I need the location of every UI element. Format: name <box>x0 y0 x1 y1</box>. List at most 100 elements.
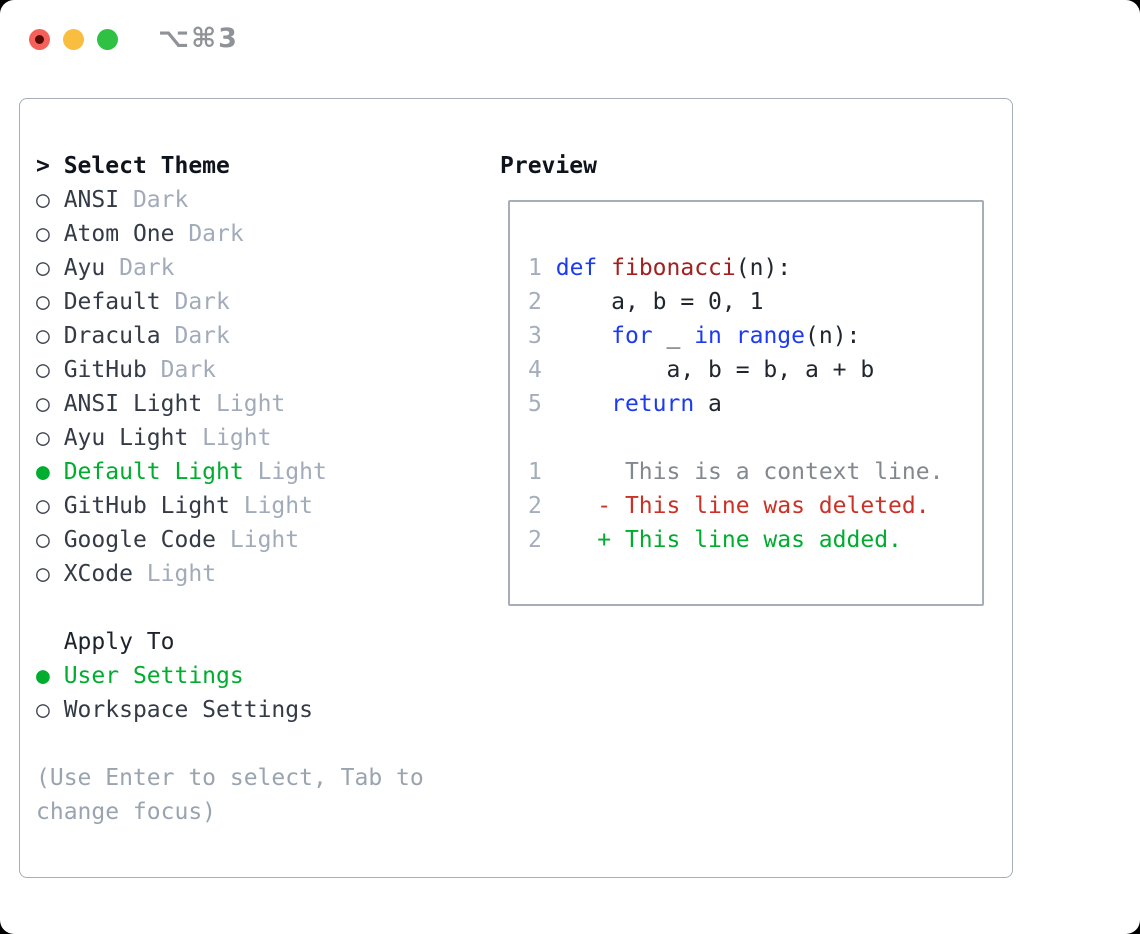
line-number: 2 <box>528 527 542 553</box>
radio-icon: ○ <box>36 425 64 451</box>
theme-variant-tag: Light <box>243 459 327 485</box>
apply-option-workspace-settings[interactable]: ○ Workspace Settings <box>36 693 424 727</box>
line-number: 5 <box>528 391 542 417</box>
code-segment: def <box>555 255 598 281</box>
code-line: 5 return a <box>528 387 943 421</box>
minimize-button[interactable] <box>63 29 84 50</box>
theme-option-ayu-light[interactable]: ○ Ayu Light Light <box>36 421 424 455</box>
code-line: 3 for _ in range(n): <box>528 319 943 353</box>
theme-option-default[interactable]: ○ Default Dark <box>36 285 424 319</box>
help-text: (Use Enter to select, Tab to <box>36 761 424 795</box>
code-segment: _ <box>652 323 695 349</box>
code-line: 1 This is a context line. <box>528 455 943 489</box>
code-segment <box>542 527 597 553</box>
line-number: 2 <box>528 289 542 315</box>
radio-selected-icon: ● <box>36 459 64 485</box>
code-segment: (n): <box>805 323 861 349</box>
theme-name: Default <box>63 289 161 315</box>
code-segment: + This line was added. <box>597 527 902 553</box>
help-text: change focus) <box>36 795 424 829</box>
radio-selected-icon: ● <box>36 663 64 689</box>
theme-variant-tag: Dark <box>146 357 217 383</box>
code-segment: fibonacci <box>611 255 736 281</box>
code-line: 2 a, b = 0, 1 <box>528 285 943 319</box>
theme-list-title: Select Theme <box>63 153 230 179</box>
close-button[interactable] <box>29 29 50 50</box>
apply-option-label: User Settings <box>63 663 244 689</box>
theme-option-ansi[interactable]: ○ ANSI Dark <box>36 183 424 217</box>
code-segment: This is a context line. <box>624 459 944 485</box>
radio-icon: ○ <box>36 493 64 519</box>
theme-option-github-light[interactable]: ○ GitHub Light Light <box>36 489 424 523</box>
line-number: 2 <box>528 493 542 519</box>
theme-option-dracula[interactable]: ○ Dracula Dark <box>36 319 424 353</box>
theme-variant-tag: Dark <box>174 221 244 247</box>
code-segment: in <box>694 323 722 349</box>
help-line: (Use Enter to select, Tab to <box>36 765 424 791</box>
code-segment <box>542 391 611 417</box>
code-segment <box>542 493 597 519</box>
preview-box <box>508 200 984 606</box>
theme-option-ayu[interactable]: ○ Ayu Dark <box>36 251 424 285</box>
code-segment <box>597 255 611 281</box>
theme-name: Dracula <box>63 323 161 349</box>
code-line: 2 - This line was deleted. <box>528 489 943 523</box>
help-line: change focus) <box>36 799 217 825</box>
code-segment: a, b = 0, 1 <box>541 289 764 315</box>
theme-option-google-code[interactable]: ○ Google Code Light <box>36 523 424 557</box>
radio-icon: ○ <box>36 391 64 417</box>
theme-name: ANSI <box>63 187 120 213</box>
theme-option-ansi-light[interactable]: ○ ANSI Light Light <box>36 387 424 421</box>
line-number: 1 <box>528 255 542 281</box>
code-segment <box>542 323 611 349</box>
theme-name: GitHub Light <box>63 493 230 519</box>
window-shortcut-label: ⌥⌘3 <box>158 23 239 54</box>
theme-name: Atom One <box>63 221 175 247</box>
preview-title: Preview <box>500 153 597 179</box>
theme-list-header: > Select Theme <box>36 149 424 183</box>
theme-variant-tag: Dark <box>105 255 175 281</box>
theme-variant-tag: Light <box>202 391 286 417</box>
theme-list: > Select Theme○ ANSI Dark○ Atom One Dark… <box>36 149 424 829</box>
radio-icon: ○ <box>36 527 64 553</box>
theme-option-xcode[interactable]: ○ XCode Light <box>36 557 424 591</box>
theme-variant-tag: Light <box>188 425 272 451</box>
theme-name: Ayu Light <box>63 425 189 451</box>
radio-icon: ○ <box>36 561 64 587</box>
theme-name: ANSI Light <box>63 391 203 417</box>
code-line <box>528 421 943 455</box>
radio-icon: ○ <box>36 323 64 349</box>
theme-option-atom-one[interactable]: ○ Atom One Dark <box>36 217 424 251</box>
radio-icon: ○ <box>36 289 64 315</box>
radio-icon: ○ <box>36 187 64 213</box>
code-line: 1 def fibonacci(n): <box>528 251 943 285</box>
code-segment <box>542 459 625 485</box>
theme-name: Default Light <box>63 459 244 485</box>
theme-option-default-light[interactable]: ● Default Light Light <box>36 455 424 489</box>
theme-name: GitHub <box>63 357 147 383</box>
code-line: 2 + This line was added. <box>528 523 943 557</box>
line-number: 4 <box>528 357 542 383</box>
zoom-button[interactable] <box>97 29 118 50</box>
apply-option-user-settings[interactable]: ● User Settings <box>36 659 424 693</box>
code-segment: return <box>611 391 695 417</box>
apply-to-header: Apply To <box>36 625 424 659</box>
theme-variant-tag: Light <box>132 561 217 587</box>
line-number: 3 <box>528 323 542 349</box>
code-segment <box>722 323 736 349</box>
radio-icon: ○ <box>36 255 64 281</box>
radio-icon: ○ <box>36 357 64 383</box>
line-number: 1 <box>528 459 542 485</box>
radio-icon: ○ <box>36 697 64 723</box>
spacer-row <box>36 591 424 625</box>
code-segment: a <box>694 391 722 417</box>
apply-option-label: Workspace Settings <box>63 697 313 723</box>
theme-name: XCode <box>63 561 133 587</box>
theme-variant-tag: Dark <box>160 323 230 349</box>
selection-caret-icon: > <box>36 153 64 179</box>
theme-variant-tag: Dark <box>160 289 230 315</box>
theme-option-github[interactable]: ○ GitHub Dark <box>36 353 424 387</box>
code-segment: (n): <box>735 255 792 281</box>
